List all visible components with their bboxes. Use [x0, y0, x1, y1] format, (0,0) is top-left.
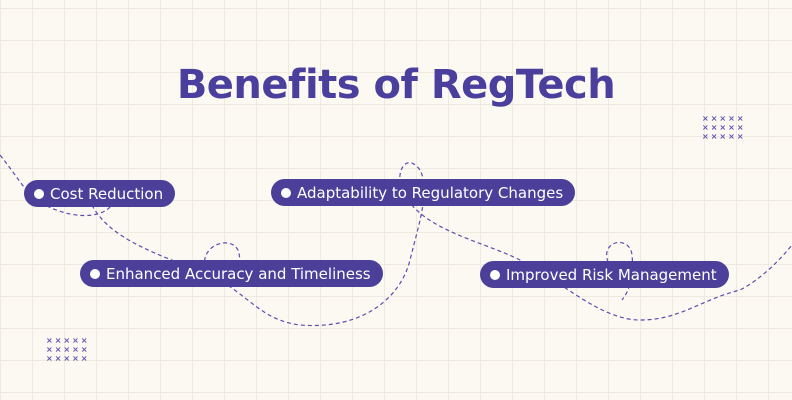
bullet-icon [281, 187, 291, 198]
benefit-pill-cost-reduction: Cost Reduction [24, 180, 176, 207]
bullet-icon [34, 188, 44, 199]
benefit-pill-accuracy: Enhanced Accuracy and Timeliness [80, 260, 383, 287]
bullet-icon [90, 268, 100, 279]
benefit-label: Adaptability to Regulatory Changes [297, 183, 564, 202]
benefit-label: Improved Risk Management [506, 265, 717, 284]
benefit-pill-risk-management: Improved Risk Management [480, 261, 729, 288]
decorative-x-pattern-icon: ××××××××××××××× [46, 336, 90, 363]
decorative-x-pattern-icon: ××××××××××××××× [702, 114, 746, 141]
benefit-label: Enhanced Accuracy and Timeliness [106, 264, 371, 283]
benefit-pill-adaptability: Adaptability to Regulatory Changes [271, 179, 576, 206]
benefit-label: Cost Reduction [50, 184, 164, 203]
bullet-icon [490, 269, 500, 280]
page-title: Benefits of RegTech [176, 62, 616, 108]
